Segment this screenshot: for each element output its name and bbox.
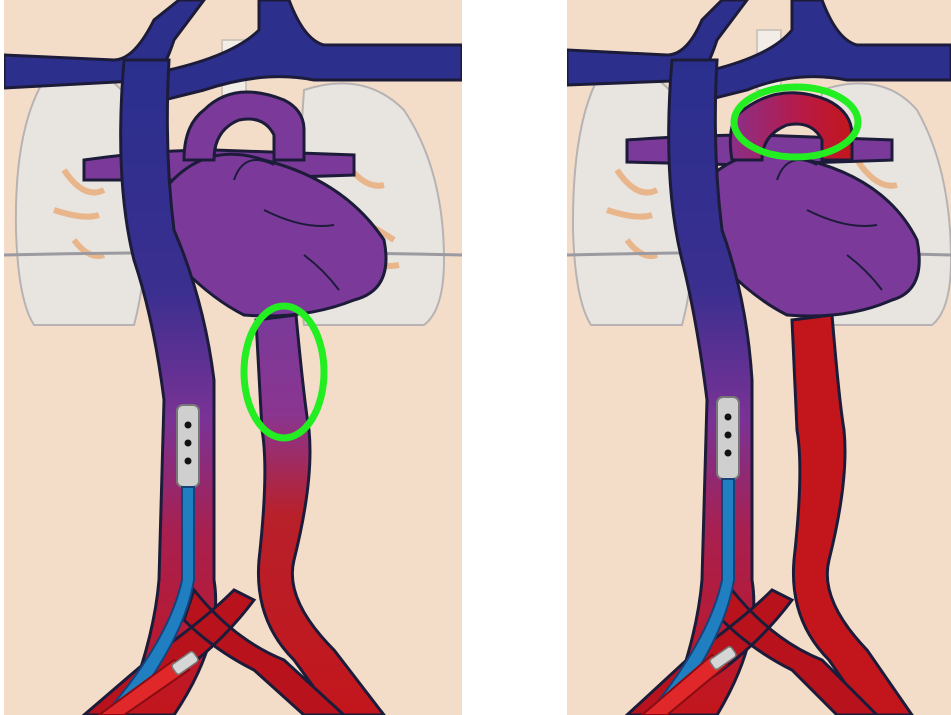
panel-right-diagram — [567, 0, 951, 715]
ecmo-diagram-left — [4, 0, 462, 715]
panel-left-diagram — [4, 0, 462, 715]
ecmo-diagram-right — [567, 0, 951, 715]
